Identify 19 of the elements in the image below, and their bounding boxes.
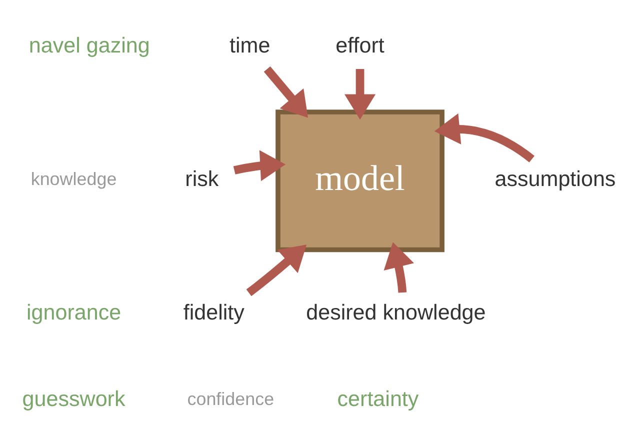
node-text: fidelity: [183, 299, 244, 324]
arrow: [384, 242, 414, 292]
node-text: effort: [336, 32, 384, 58]
arrow: [344, 68, 376, 120]
arrow: [434, 112, 534, 162]
label: navel gazing: [28, 32, 150, 58]
label: guesswork: [22, 385, 126, 410]
node-text: desired knowledge: [306, 299, 486, 324]
arrow: [233, 150, 286, 181]
label: knowledge: [30, 168, 117, 189]
label: confidence: [187, 388, 274, 408]
label: ignorance: [26, 299, 122, 324]
node-text: time: [229, 32, 270, 58]
arrow: [246, 244, 307, 296]
label: certainty: [337, 385, 419, 410]
arrow: [264, 66, 308, 118]
node-text: risk: [185, 166, 219, 191]
node-text: assumptions: [494, 166, 616, 191]
node-box: model: [276, 109, 444, 252]
